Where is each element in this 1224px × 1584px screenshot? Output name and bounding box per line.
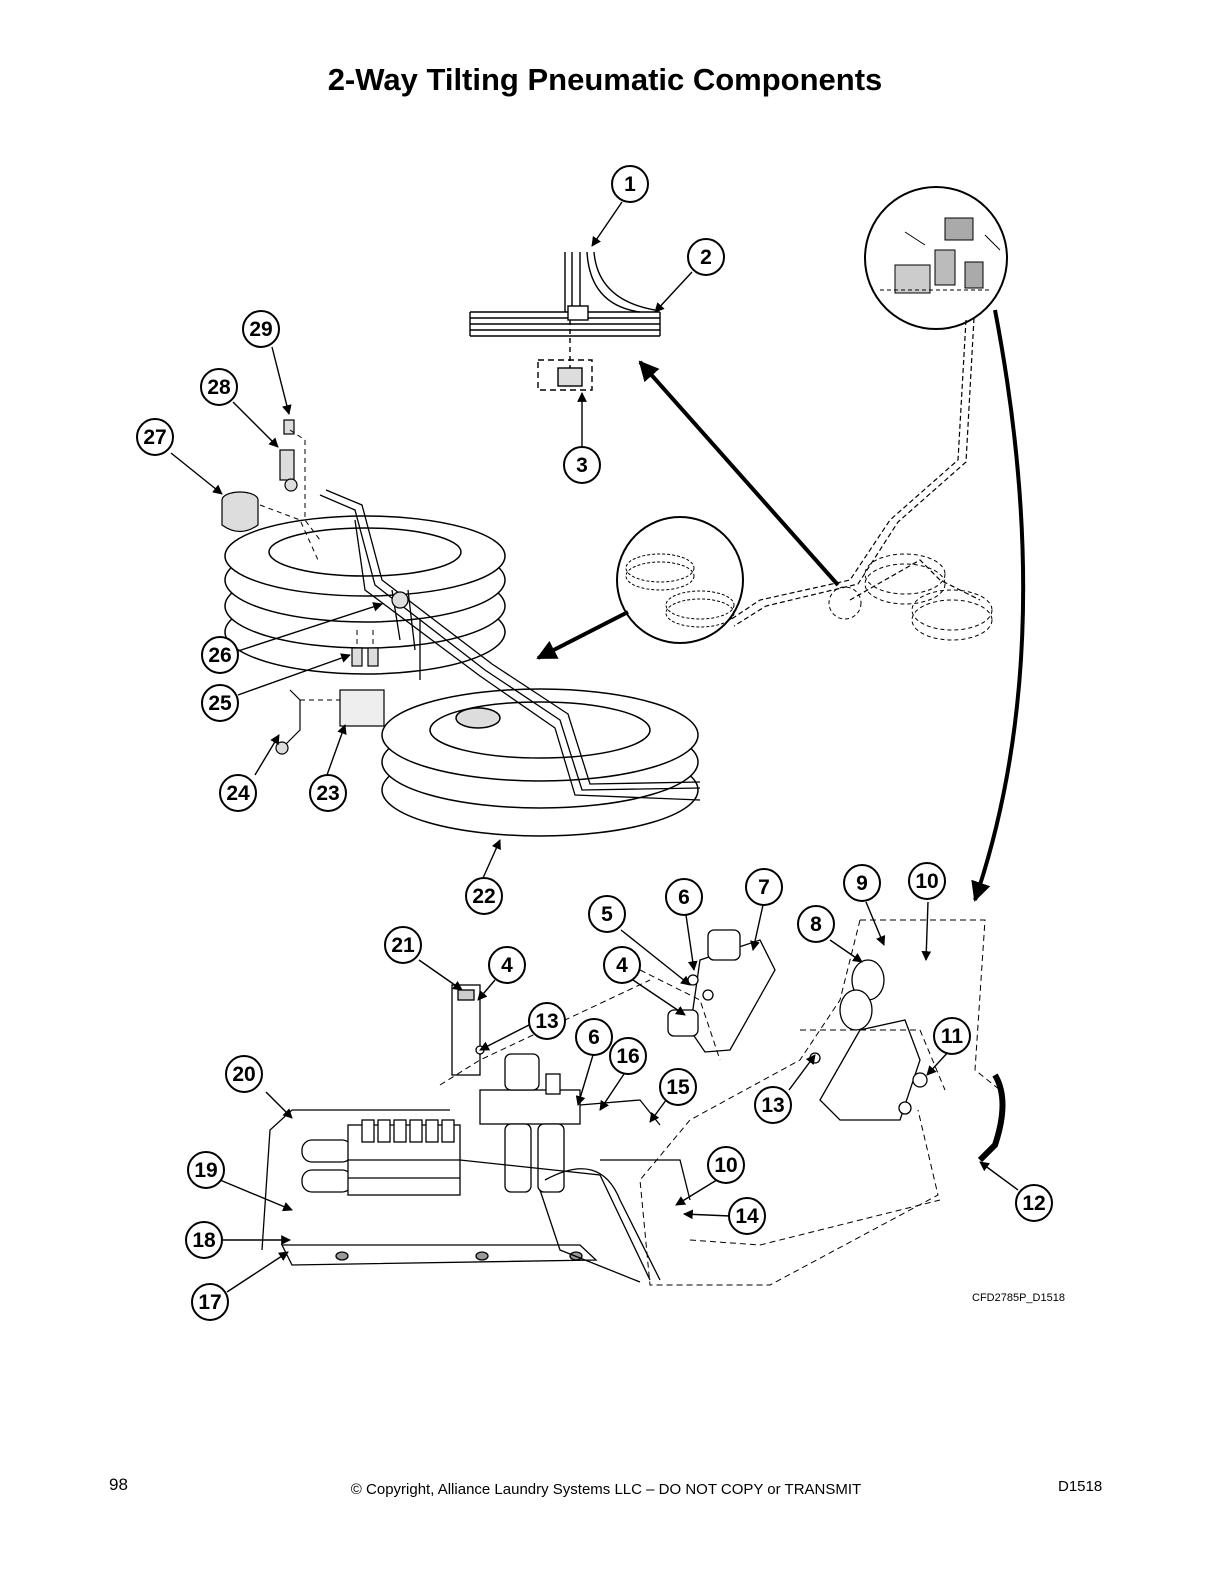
page-number: 98: [109, 1475, 128, 1494]
callout-27: 27: [136, 418, 174, 456]
callout-label: 10: [714, 1154, 737, 1177]
document-id: D1518: [1058, 1478, 1103, 1495]
callout-19: 19: [187, 1151, 225, 1189]
detail-marker-small: [828, 586, 862, 620]
callout-28: 28: [200, 368, 238, 406]
callout-label: 28: [207, 376, 231, 399]
detail-circle-top: [864, 186, 1008, 330]
small-disc-group: [864, 553, 993, 641]
callout-label: 6: [588, 1026, 600, 1049]
page-title: 2-Way Tilting Pneumatic Components: [327, 62, 883, 97]
callout-7: 7: [745, 868, 783, 906]
callout-10: 10: [908, 862, 946, 900]
callout-label: 14: [735, 1205, 759, 1228]
callout-18: 18: [185, 1221, 223, 1259]
callout-22: 22: [465, 877, 503, 915]
mounting-panel: [261, 1109, 598, 1266]
filter-regulator: [479, 1053, 581, 1193]
callout-5: 5: [588, 895, 626, 933]
callout-10: 10: [707, 1146, 745, 1184]
pointer-arrows: [536, 309, 1026, 902]
callout-label: 9: [856, 872, 868, 895]
callout-label: 4: [616, 954, 628, 977]
callout-label: 10: [915, 870, 938, 893]
callout-label: 12: [1022, 1192, 1045, 1215]
callout-2: 2: [687, 238, 725, 276]
callout-label: 27: [143, 426, 166, 449]
callout-label: 2: [700, 246, 712, 269]
cable-run: [729, 317, 981, 627]
callout-9: 9: [843, 864, 881, 902]
solenoid-vertical: [451, 984, 485, 1076]
callout-label: 17: [198, 1291, 221, 1314]
callout-label: 21: [391, 934, 415, 957]
callout-13: 13: [528, 1002, 566, 1040]
callout-label: 18: [192, 1229, 216, 1252]
solenoid-assembly-right: [809, 959, 1006, 1163]
callout-label: 13: [535, 1010, 558, 1033]
detail-circle-mid: [616, 516, 744, 644]
callout-8: 8: [797, 905, 835, 943]
callout-21: 21: [384, 926, 422, 964]
valve-manifold: [301, 1119, 461, 1196]
callout-11: 11: [933, 1017, 971, 1055]
callout-3: 3: [563, 446, 601, 484]
leader-lines: [170, 201, 1019, 1293]
callout-16: 16: [609, 1037, 647, 1075]
dashed-outlines-lower: [439, 919, 1001, 1286]
callout-label: 25: [208, 692, 232, 715]
callout-1: 1: [611, 165, 649, 203]
copyright-notice: © Copyright, Alliance Laundry Systems LL…: [350, 1481, 862, 1498]
callout-4: 4: [488, 946, 526, 984]
callout-label: 11: [941, 1025, 964, 1048]
callout-24: 24: [219, 774, 257, 812]
callout-label: 16: [616, 1045, 639, 1068]
callout-label: 22: [472, 885, 495, 908]
callout-label: 19: [194, 1159, 217, 1182]
callout-14: 14: [728, 1197, 766, 1235]
callout-label: 24: [226, 782, 250, 805]
callout-17: 17: [191, 1283, 229, 1321]
drawing-reference: CFD2785P_D1518: [972, 1292, 1065, 1304]
callout-25: 25: [201, 684, 239, 722]
callout-26: 26: [201, 636, 239, 674]
air-tubing: [319, 489, 701, 801]
callout-23: 23: [309, 774, 347, 812]
callout-label: 23: [316, 782, 339, 805]
callout-label: 7: [758, 876, 770, 899]
callout-13: 13: [754, 1086, 792, 1124]
callout-label: 26: [208, 644, 231, 667]
air-bellows: [224, 515, 699, 837]
rail-tee-group: [469, 251, 661, 391]
callout-label: 20: [232, 1063, 255, 1086]
fittings-left: [221, 419, 409, 755]
callout-label: 13: [761, 1094, 784, 1117]
callout-6: 6: [665, 878, 703, 916]
callout-label: 6: [678, 886, 690, 909]
solenoid-assembly-upper: [667, 929, 776, 1053]
dashed-leaders-left: [259, 429, 374, 701]
callout-20: 20: [225, 1055, 263, 1093]
callout-6: 6: [575, 1018, 613, 1056]
callout-29: 29: [242, 310, 280, 348]
callout-label: 1: [624, 173, 636, 196]
callout-label: 3: [576, 454, 588, 477]
callout-label: 4: [501, 954, 513, 977]
callout-label: 15: [666, 1076, 690, 1099]
callout-12: 12: [1015, 1184, 1053, 1222]
callout-label: 5: [601, 903, 613, 926]
callout-15: 15: [659, 1068, 697, 1106]
callout-label: 29: [249, 318, 272, 341]
callout-label: 8: [810, 913, 822, 936]
callout-4: 4: [603, 946, 641, 984]
